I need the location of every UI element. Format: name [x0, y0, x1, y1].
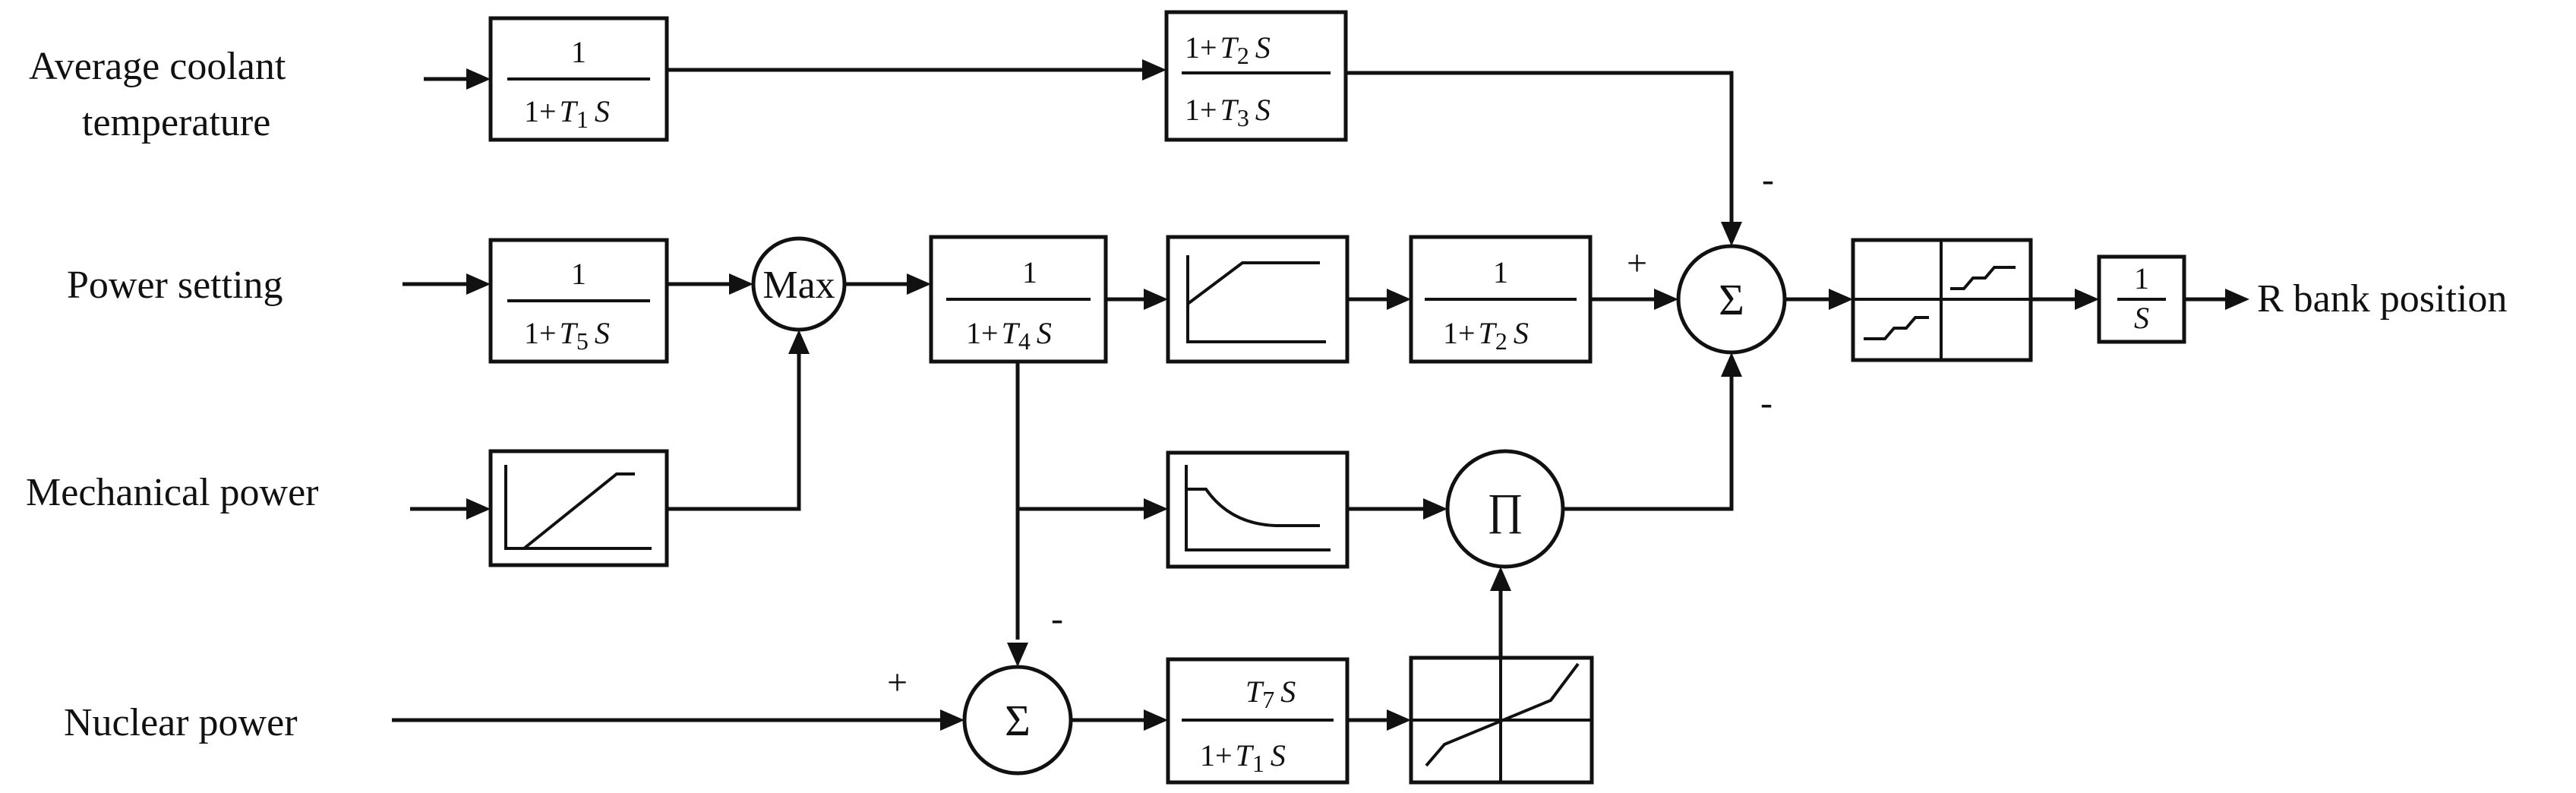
signal-lines — [392, 59, 2249, 731]
sign-sum-top: - — [1762, 160, 1774, 200]
input-label-average-coolant-line2: temperature — [82, 101, 270, 144]
sign-sum-bottom: - — [1760, 383, 1773, 423]
max-label: Max — [762, 264, 835, 307]
block-decay-function — [1166, 450, 1350, 569]
sign-sum2-left: + — [887, 662, 908, 703]
node-max: Max — [751, 236, 847, 332]
sum-lower-symbol: Σ — [1005, 696, 1031, 745]
block-saturation-mechanical — [488, 449, 669, 567]
input-label-mechanical-power: Mechanical power — [26, 471, 318, 514]
block-rate-limiter — [1166, 235, 1350, 364]
integrator-denominator: S — [2134, 301, 2149, 335]
tf5-numerator: 1 — [571, 257, 586, 291]
tf4-numerator: 1 — [1022, 255, 1037, 289]
input-label-power-setting: Power setting — [67, 264, 283, 307]
tf1-numerator: 1 — [571, 35, 586, 69]
block-limited-gain — [1409, 656, 1594, 785]
node-sum-main: Σ — [1676, 244, 1787, 355]
node-sum-lower: Σ — [962, 665, 1073, 776]
tf2-numerator: 1 — [1493, 255, 1508, 289]
integrator-numerator: 1 — [2134, 261, 2149, 295]
output-label-r-bank-position: R bank position — [2257, 277, 2507, 321]
sign-sum2-top: - — [1051, 599, 1063, 639]
node-product: ∏ — [1445, 449, 1565, 569]
sum-main-symbol: Σ — [1719, 275, 1744, 324]
input-label-nuclear-power: Nuclear power — [64, 701, 298, 744]
block-deadband-quantizer — [1851, 238, 2033, 362]
sign-sum-left: + — [1627, 243, 1647, 283]
product-symbol: ∏ — [1487, 485, 1523, 534]
input-label-average-coolant-line1: Average coolant — [29, 45, 286, 88]
block-integrator: 1 S — [2097, 254, 2186, 344]
